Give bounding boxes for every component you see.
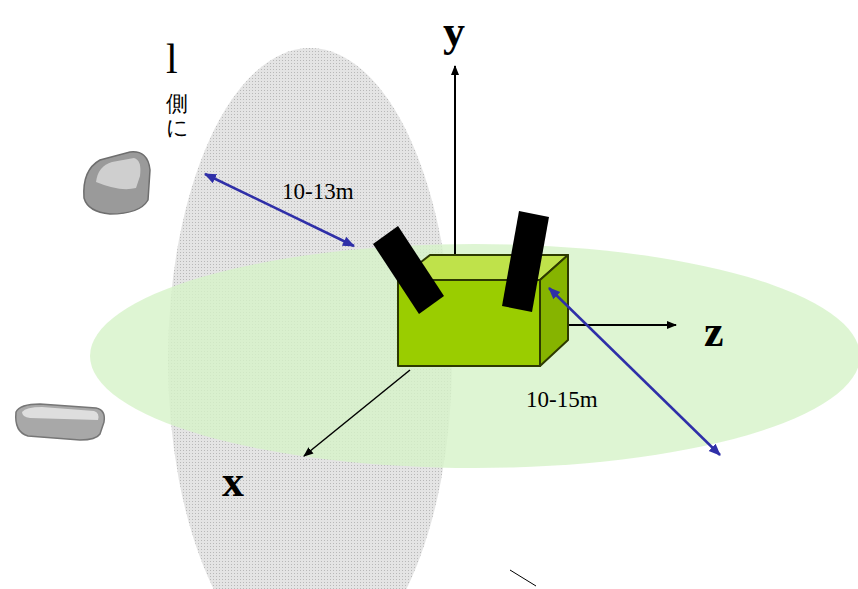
device-icon: [84, 152, 150, 214]
device-icon: [16, 404, 105, 440]
y-axis: [454, 66, 456, 258]
heading-fragment: l: [166, 38, 178, 80]
dimension-label: 10-15m: [526, 388, 598, 411]
horizontal-plane: [90, 244, 858, 468]
distance-arrow: [549, 288, 720, 455]
z-axis: [566, 324, 676, 326]
axis-label: z: [704, 310, 724, 354]
vertical-note: 側に: [166, 92, 188, 140]
axis-label: y: [443, 10, 465, 54]
dimension-label: 10-13m: [282, 180, 354, 203]
microphone: [502, 211, 549, 312]
microphone: [373, 226, 444, 314]
distance-arrow: [205, 174, 354, 246]
x-axis: [304, 370, 410, 456]
axis-label: x: [222, 460, 244, 504]
stray-mark: [510, 570, 536, 586]
